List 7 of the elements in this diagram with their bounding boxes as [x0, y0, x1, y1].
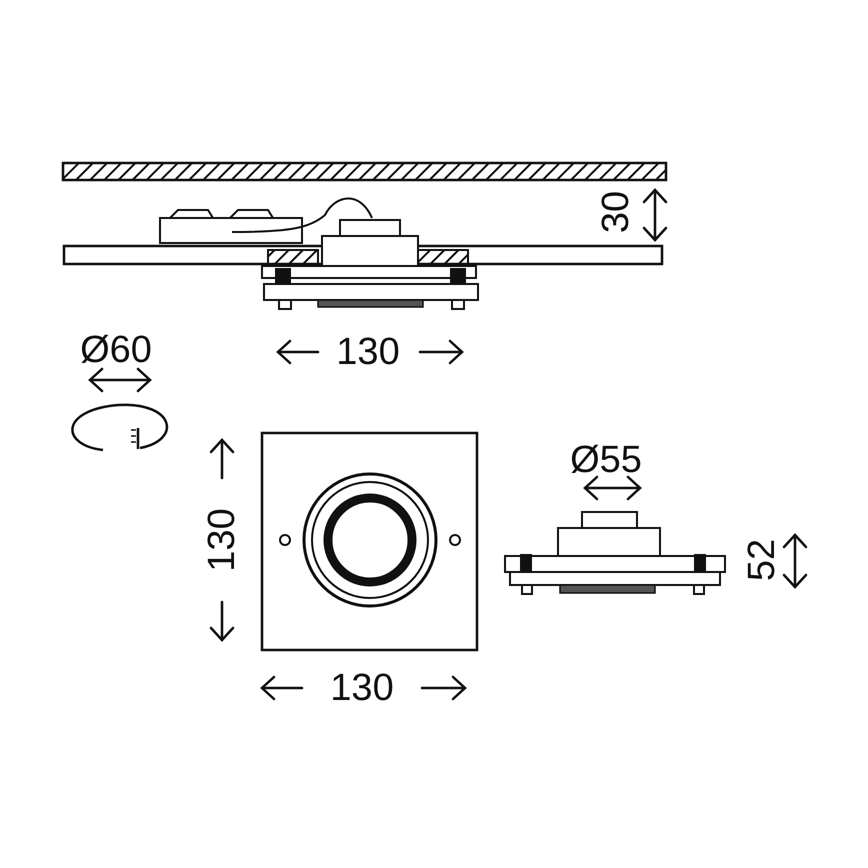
dimension-label: 52	[743, 538, 781, 582]
dimension-label: Ø60	[80, 331, 152, 369]
dimension-label: 130	[336, 333, 400, 371]
dimension-label: 130	[330, 669, 394, 707]
dimension-label: 30	[597, 190, 635, 234]
dimension-label: 130	[203, 508, 241, 572]
dimension-label: Ø55	[570, 441, 642, 479]
